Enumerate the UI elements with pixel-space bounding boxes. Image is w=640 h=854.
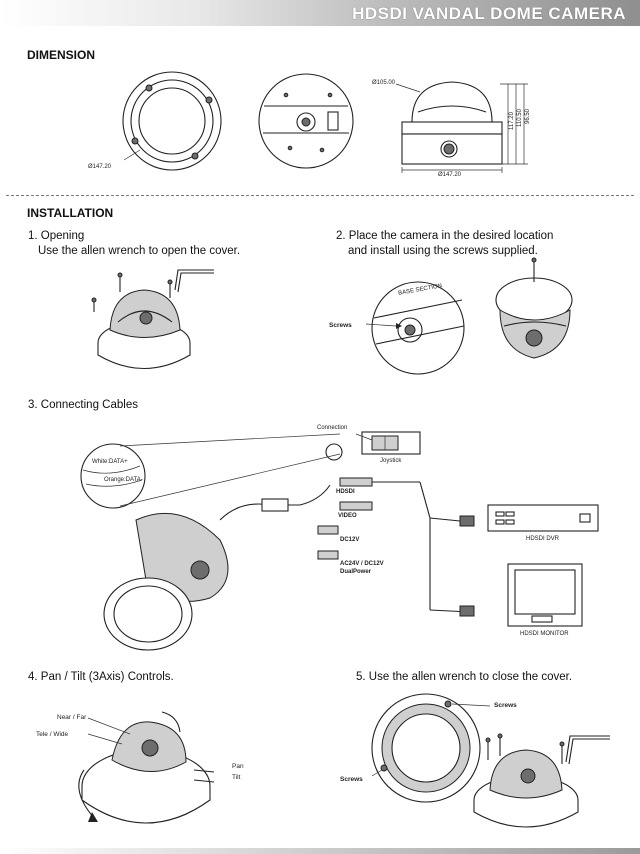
step-3-dvr-label: HDSDI DVR — [526, 536, 560, 542]
step-2-screws-label: Screws — [329, 322, 352, 329]
step-3-connection-label: Connection — [317, 425, 348, 431]
page-title: HDSDI VANDAL DOME CAMERA — [352, 4, 626, 23]
step-text: Use the allen wrench to close the cover. — [368, 671, 573, 683]
step-text: Place the camera in the desired location — [348, 230, 554, 242]
installation-heading: INSTALLATION — [27, 206, 114, 220]
step-3-monitor-label: HDSDI MONITOR — [520, 631, 569, 637]
step-2-description: and install using the screws supplied. — [348, 245, 538, 257]
step-3-joystick-label: Joystick — [380, 458, 402, 464]
dimension-dome-diameter-label: Ø105.00 — [372, 80, 396, 86]
dimension-bottom-view-drawing — [122, 71, 528, 173]
header-bar: HDSDI VANDAL DOME CAMERA — [0, 0, 640, 26]
dimension-heading: DIMENSION — [27, 48, 96, 62]
step-text: Connecting Cables — [40, 399, 138, 411]
step-4-tilt-label: Tilt — [232, 774, 241, 781]
step-4-pan-label: Pan — [232, 763, 244, 770]
footer-bar — [0, 848, 640, 854]
step-number: 5. — [356, 671, 366, 683]
step-3-power-label: AC24V / DC12V — [340, 561, 384, 567]
step-3-white-wire-label: White:DATA+ — [92, 459, 128, 465]
step-4-tele-wide-label: Tele / Wide — [36, 731, 69, 738]
step-text: Opening — [40, 230, 85, 242]
step-number: 3. — [28, 399, 38, 411]
step-3-hdsdi-label: HDSDI — [336, 489, 355, 495]
step-number: 1. — [28, 230, 38, 242]
step-5-screws-left-label: Screws — [340, 776, 363, 783]
step-1-title: 1. Opening — [28, 229, 84, 244]
step-5-screws-top-label: Screws — [494, 702, 517, 709]
step-2-title: 2. Place the camera in the desired locat… — [336, 229, 553, 244]
dimension-diameter-label-1: Ø147.20 — [88, 164, 112, 170]
step-1-description: Use the allen wrench to open the cover. — [38, 245, 241, 257]
step-3-orange-wire-label: Orange:DATA- — [104, 477, 143, 483]
step-5-title: 5. Use the allen wrench to close the cov… — [356, 670, 572, 685]
step-3-dualpower-label: DualPower — [340, 569, 372, 575]
section-divider — [6, 195, 634, 196]
step-4-near-far-label: Near / Far — [57, 714, 87, 721]
dimension-width-label: Ø147.20 — [438, 172, 462, 178]
step-text: Pan / Tilt (3Axis) Controls. — [40, 671, 174, 683]
step-3-dc12v-label: DC12V — [340, 537, 360, 543]
step-number: 4. — [28, 671, 38, 683]
step-number: 2. — [336, 230, 346, 242]
step-3-video-label: VIDEO — [338, 513, 357, 519]
step-3-title: 3. Connecting Cables — [28, 398, 138, 413]
step-4-title: 4. Pan / Tilt (3Axis) Controls. — [28, 670, 174, 685]
